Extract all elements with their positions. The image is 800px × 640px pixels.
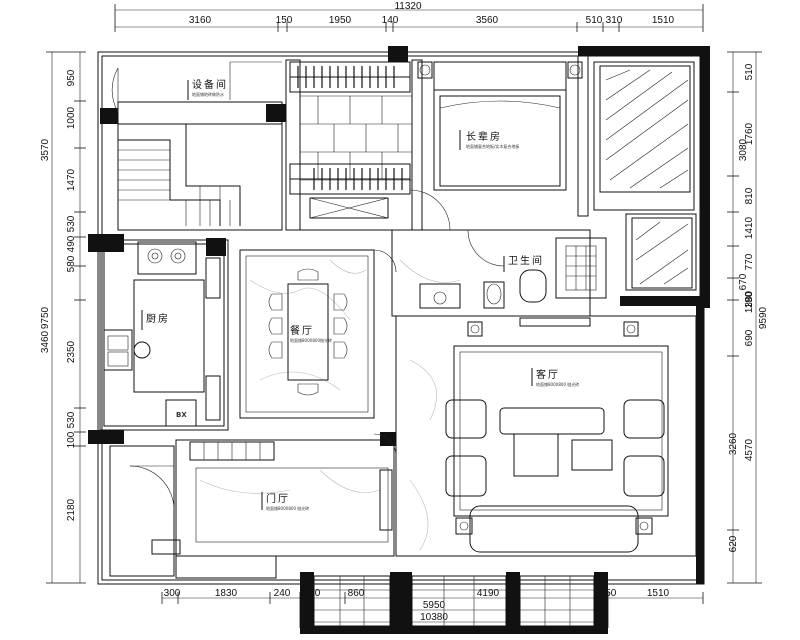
dim-right: 510 (744, 63, 755, 80)
dim-left: 3570 (40, 138, 51, 161)
dim-right-total: 9590 (758, 306, 769, 329)
room-label-equipment: 设备间 (192, 78, 228, 91)
dim-top: 3560 (476, 15, 499, 26)
dim-left: 580 (66, 255, 77, 272)
room-note-equipment: 地面铺地砖做防水 (192, 91, 224, 97)
room-note-dining: 地面铺800X800抛光砖 (290, 337, 332, 343)
dim-bottom-mid: 5950 (423, 600, 446, 611)
master-bedroom: 长辈房 地面铺复合地板/实木复合地板 (289, 61, 583, 231)
dim-top: 510 (586, 15, 603, 26)
dim-right: 4570 (744, 438, 755, 461)
entrance-hall: 门厅 地面铺800X800 抛光砖 (129, 465, 393, 579)
dim-right: 190 (744, 291, 755, 308)
partitions (99, 55, 697, 577)
fridge-label: BX (176, 411, 187, 419)
dim-left-total: 9750 (40, 306, 51, 329)
dining-area: 餐厅 地面铺800X800抛光砖 (189, 249, 461, 551)
dim-top-total: 11320 (394, 1, 422, 12)
dim-left: 490 (66, 235, 77, 252)
bottom-windows (313, 575, 595, 627)
dim-left: 1470 (66, 168, 77, 191)
dim-right: 3260 (728, 432, 739, 455)
dim-top: 1950 (329, 15, 352, 26)
dim-left: 530 (66, 215, 77, 232)
room-label-dining: 餐厅 (290, 324, 314, 337)
dim-left: 1000 (66, 106, 77, 129)
dim-right: 810 (744, 187, 755, 204)
dim-left: 530 (66, 411, 77, 428)
dim-right: 620 (728, 535, 739, 552)
dim-left: 3460 (40, 330, 51, 353)
dim-top: 310 (606, 15, 623, 26)
room-note-entrance: 地面铺800X800 抛光砖 (266, 505, 309, 511)
dim-left: 100 (66, 431, 77, 448)
dim-right: 770 (744, 253, 755, 270)
dim-top: 3160 (189, 15, 212, 26)
bathroom: 卫生间 (419, 229, 639, 337)
dim-bottom: 1510 (647, 588, 670, 599)
dim-left: 950 (66, 69, 77, 86)
dim-bottom: 4190 (477, 588, 500, 599)
dim-top: 150 (276, 15, 293, 26)
room-label-master-bedroom: 长辈房 (466, 130, 502, 143)
dim-right: 690 (744, 329, 755, 346)
dim-right: 3080 (738, 138, 749, 161)
dim-left: 2180 (66, 498, 77, 521)
kitchen: BX 厨房 (103, 241, 221, 427)
dim-bottom: 240 (274, 588, 291, 599)
balcony (599, 65, 693, 289)
dim-right: 1410 (744, 216, 755, 239)
room-label-entrance: 门厅 (266, 492, 290, 505)
living-room: 客厅 地面铺800X800 抛光砖 (445, 345, 669, 553)
dim-bottom: 860 (348, 588, 365, 599)
dim-left: 2350 (66, 340, 77, 363)
dim-right: 1380 (744, 290, 755, 313)
room-note-living: 地面铺800X800 抛光砖 (536, 381, 579, 387)
dim-top: 1510 (652, 15, 675, 26)
walls (88, 46, 710, 634)
dim-right: 1760 (744, 122, 755, 145)
room-label-kitchen: 厨房 (146, 312, 170, 325)
room-note-master-bedroom: 地面铺复合地板/实木复合地板 (466, 143, 519, 149)
dim-bottom: 300 (164, 588, 181, 599)
dim-top: 140 (382, 15, 399, 26)
room-label-living: 客厅 (536, 368, 560, 381)
dim-right: 670 (738, 273, 749, 290)
staircase (118, 123, 283, 226)
equipment-room: 设备间 地面铺地砖做防水 (111, 61, 282, 113)
dim-bottom: 150 (600, 588, 617, 599)
dim-bottom-total: 10380 (420, 612, 448, 623)
dim-bottom: 1830 (215, 588, 238, 599)
room-label-bathroom: 卫生间 (508, 254, 544, 267)
